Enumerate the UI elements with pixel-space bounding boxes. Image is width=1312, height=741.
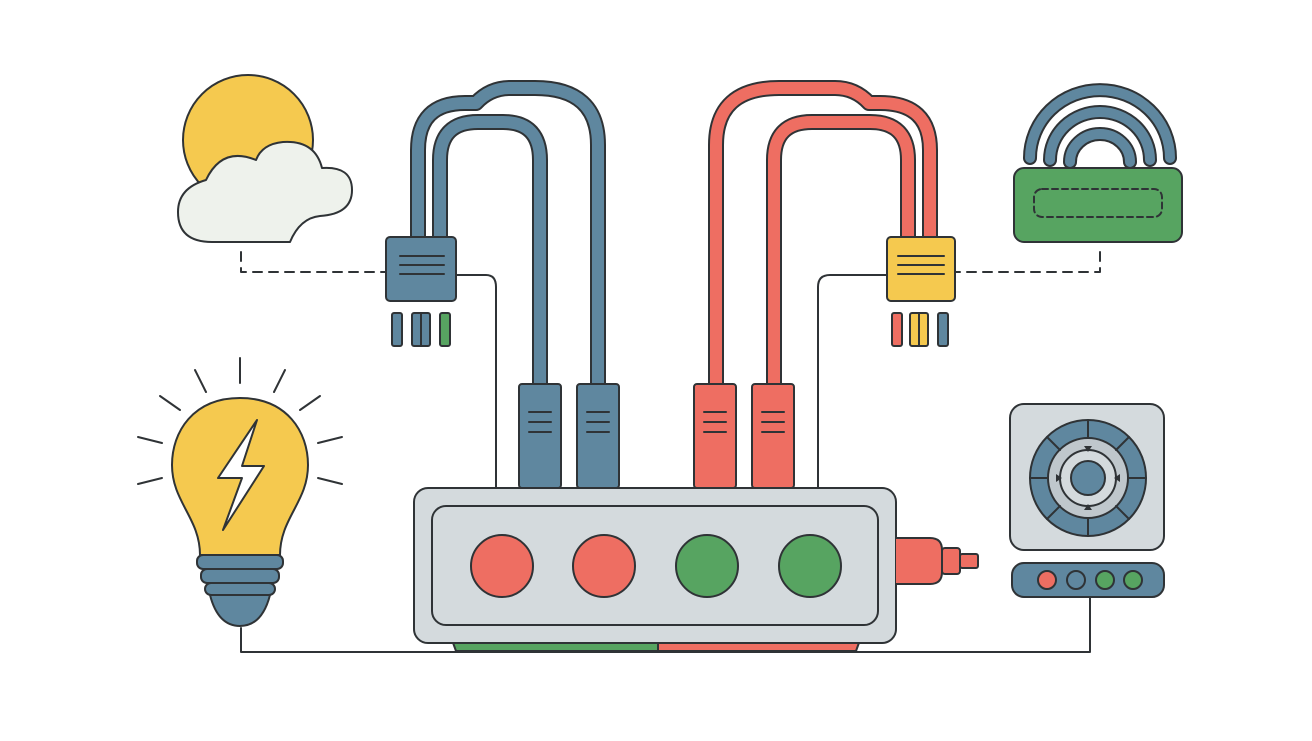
cable-plugs <box>518 383 795 489</box>
fan-icon <box>1009 403 1165 598</box>
fan-indicator-green <box>1123 570 1143 590</box>
pin-red <box>891 312 903 347</box>
power-strip-icon <box>413 487 979 652</box>
lightning-bolt-icon <box>217 419 265 531</box>
red-cables <box>708 80 938 396</box>
router-display-slot <box>1033 188 1163 218</box>
blue-connector-drop-line <box>455 274 497 489</box>
pin-green <box>439 312 451 347</box>
pin-blue <box>937 312 949 347</box>
blue-connector <box>385 236 457 347</box>
fan-indicator-green <box>1095 570 1115 590</box>
strip-panel <box>431 505 879 626</box>
plug-red <box>693 383 737 489</box>
yellow-connector-drop-line <box>817 274 889 489</box>
plug-red <box>751 383 795 489</box>
indicator-red <box>470 534 534 598</box>
cloud <box>177 140 353 243</box>
indicator-green <box>675 534 739 598</box>
fan-indicator-blue <box>1066 570 1086 590</box>
sun-cloud-icon <box>177 74 353 243</box>
fan-indicator-red <box>1037 570 1057 590</box>
indicator-red <box>572 534 636 598</box>
indicator-green <box>778 534 842 598</box>
yellow-connector <box>886 236 956 347</box>
fan-vents <box>1029 419 1147 537</box>
power-cord-plug <box>895 537 979 585</box>
pin-blue <box>391 312 403 347</box>
fan-center <box>1070 460 1106 496</box>
wifi-link-line <box>954 251 1101 273</box>
plug-blue <box>576 383 620 489</box>
bulb-rays <box>137 357 343 485</box>
router-body <box>1013 167 1183 243</box>
fan-vent-arrows <box>1056 446 1120 510</box>
bulb-tip <box>209 594 271 627</box>
weather-link-line <box>240 251 386 273</box>
wifi-router-icon <box>1013 83 1183 243</box>
blue-cables <box>410 80 606 396</box>
plug-blue <box>518 383 562 489</box>
lightbulb-icon <box>137 357 343 627</box>
